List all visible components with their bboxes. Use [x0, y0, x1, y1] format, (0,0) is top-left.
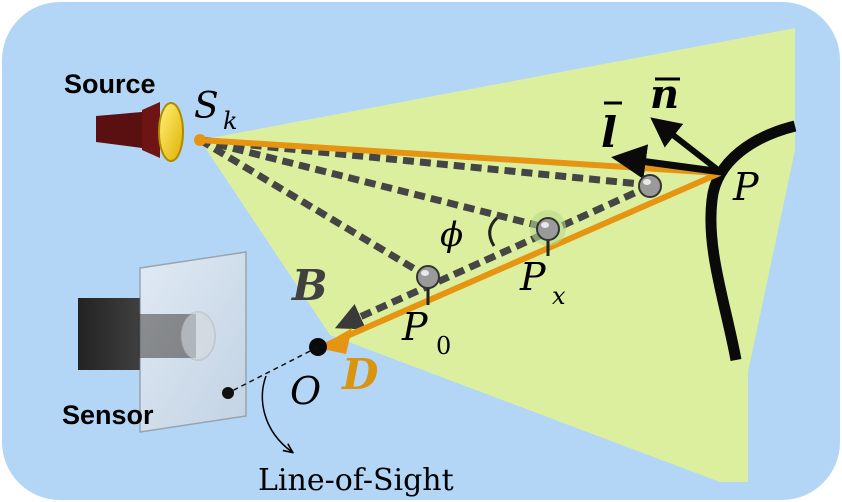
s-k-label: S k — [194, 86, 238, 135]
svg-text:l: l — [601, 108, 617, 157]
o-label: O — [290, 369, 321, 413]
p-label: P — [732, 165, 760, 209]
line-of-sight-pointer — [261, 375, 292, 452]
svg-text:n: n — [650, 71, 679, 118]
l-vector-label: l — [601, 101, 622, 157]
svg-text:S: S — [194, 86, 219, 127]
n-vector-arrow — [650, 117, 720, 173]
phi-label: ϕ — [440, 215, 463, 255]
light-cone — [200, 28, 795, 482]
svg-text:x: x — [552, 282, 566, 310]
sensor-point — [222, 387, 234, 399]
scatter-point-px — [530, 210, 566, 256]
ray-b-backscatter — [334, 182, 652, 330]
px-label: P x — [519, 255, 566, 310]
line-of-sight-label: Line-of-Sight — [258, 463, 454, 498]
svg-text:P: P — [401, 305, 429, 349]
source-label: Source — [64, 69, 156, 99]
p0-label: P 0 — [401, 305, 451, 360]
ray-p-to-sensor — [320, 170, 722, 350]
b-label: B — [291, 261, 328, 310]
d-label: D — [341, 350, 379, 399]
n-vector-label: n — [650, 71, 680, 118]
surface-curve — [705, 120, 797, 361]
camera-icon — [78, 251, 247, 433]
svg-text:k: k — [223, 107, 238, 135]
sensor-label: Sensor — [62, 400, 154, 430]
svg-text:P: P — [519, 255, 547, 299]
scatter-point-p0 — [416, 265, 440, 305]
flashlight-icon — [96, 102, 184, 162]
ray-source-to-p0 — [198, 136, 430, 281]
source-point — [194, 134, 206, 146]
line-of-sight-ray — [227, 346, 319, 394]
ray-source-to-px — [199, 136, 549, 232]
l-vector-arrow — [611, 144, 723, 180]
phi-angle-arc — [488, 216, 499, 247]
svg-text:0: 0 — [436, 332, 451, 360]
scatter-point-p1 — [638, 174, 662, 198]
